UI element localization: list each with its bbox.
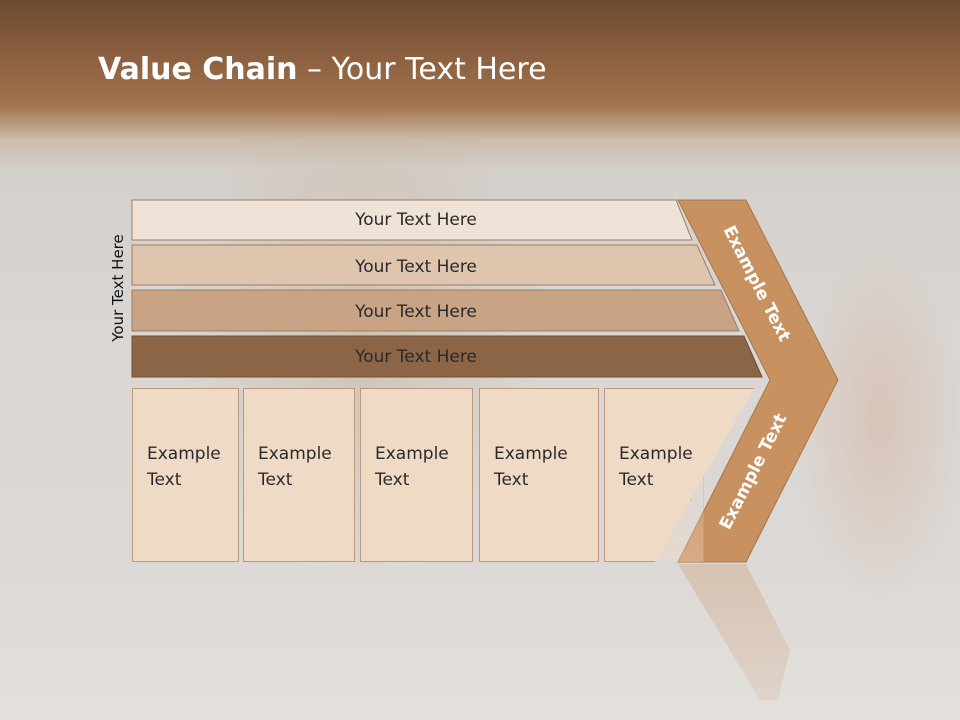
bar-2[interactable] (131, 244, 716, 286)
example-box-4[interactable]: Example Text (479, 388, 599, 562)
example-box-2[interactable]: Example Text (243, 388, 355, 562)
bar-3[interactable] (131, 289, 740, 332)
slide-title: Value Chain – Your Text Here (98, 52, 547, 87)
example-box-1-label: Example Text (147, 444, 221, 490)
bar-1-label: Your Text Here (354, 210, 477, 230)
bottom-fade (0, 560, 960, 720)
example-box-3-label: Example Text (375, 444, 449, 490)
example-box-2-label: Example Text (258, 444, 332, 490)
example-box-4-label: Example Text (494, 444, 568, 490)
example-box-3[interactable]: Example Text (360, 388, 473, 562)
header-band (0, 0, 960, 170)
bar-4-label: Your Text Here (354, 347, 477, 367)
example-box-5-label: Example Text (619, 444, 693, 490)
bar-3-label: Your Text Here (354, 302, 477, 322)
bar-1[interactable] (131, 199, 693, 241)
bar-4[interactable] (131, 335, 763, 378)
bar-2-label: Your Text Here (354, 257, 477, 277)
title-bold: Value Chain (98, 52, 298, 87)
example-box-1[interactable]: Example Text (132, 388, 239, 562)
title-rest: – Your Text Here (297, 52, 547, 87)
